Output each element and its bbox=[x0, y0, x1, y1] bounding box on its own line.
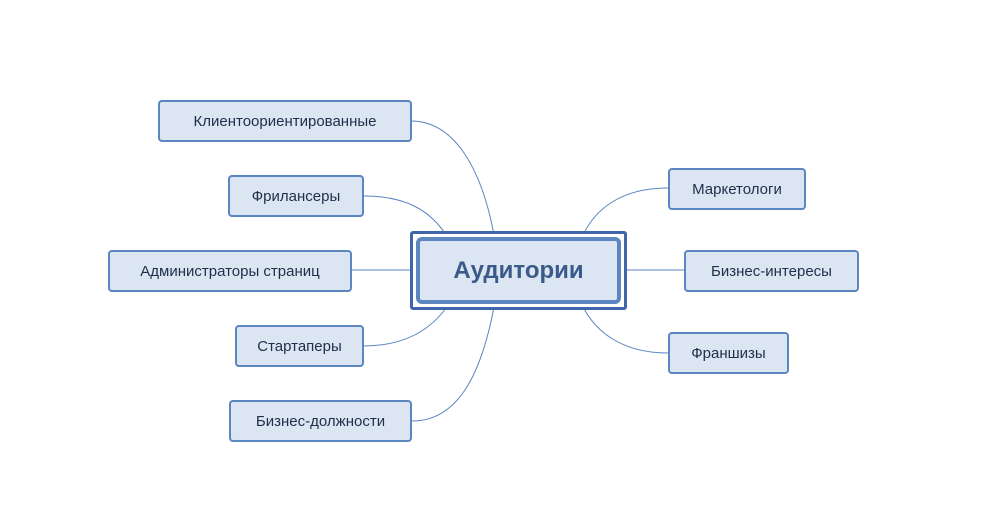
central-topic[interactable]: Аудитории bbox=[416, 237, 621, 304]
node-marketers[interactable]: Маркетологи bbox=[668, 168, 806, 210]
node-label: Фрилансеры bbox=[251, 187, 341, 205]
node-label: Клиентоориентированные bbox=[193, 112, 377, 130]
node-page-admins[interactable]: Администраторы страниц bbox=[108, 250, 352, 292]
node-business-interests[interactable]: Бизнес-интересы bbox=[684, 250, 859, 292]
node-freelancers[interactable]: Фрилансеры bbox=[228, 175, 364, 217]
node-franchises[interactable]: Франшизы bbox=[668, 332, 789, 374]
node-label: Администраторы страниц bbox=[140, 262, 320, 280]
connector-startupers bbox=[362, 307, 447, 347]
node-label: Франшизы bbox=[691, 344, 766, 362]
node-label: Бизнес-должности bbox=[255, 412, 386, 430]
connector-freelancers bbox=[363, 195, 447, 236]
connector-business-positions bbox=[411, 306, 495, 422]
central-topic-label: Аудитории bbox=[453, 256, 584, 284]
node-clientoriented[interactable]: Клиентоориентированные bbox=[158, 100, 412, 142]
connector-clientoriented bbox=[410, 120, 495, 236]
node-label: Маркетологи bbox=[692, 180, 782, 198]
node-label: Стартаперы bbox=[257, 337, 342, 355]
node-label: Бизнес-интересы bbox=[711, 262, 832, 280]
node-business-positions[interactable]: Бизнес-должности bbox=[229, 400, 412, 442]
connector-marketers bbox=[582, 187, 669, 236]
connector-franchises bbox=[582, 306, 669, 354]
node-startupers[interactable]: Стартаперы bbox=[235, 325, 364, 367]
